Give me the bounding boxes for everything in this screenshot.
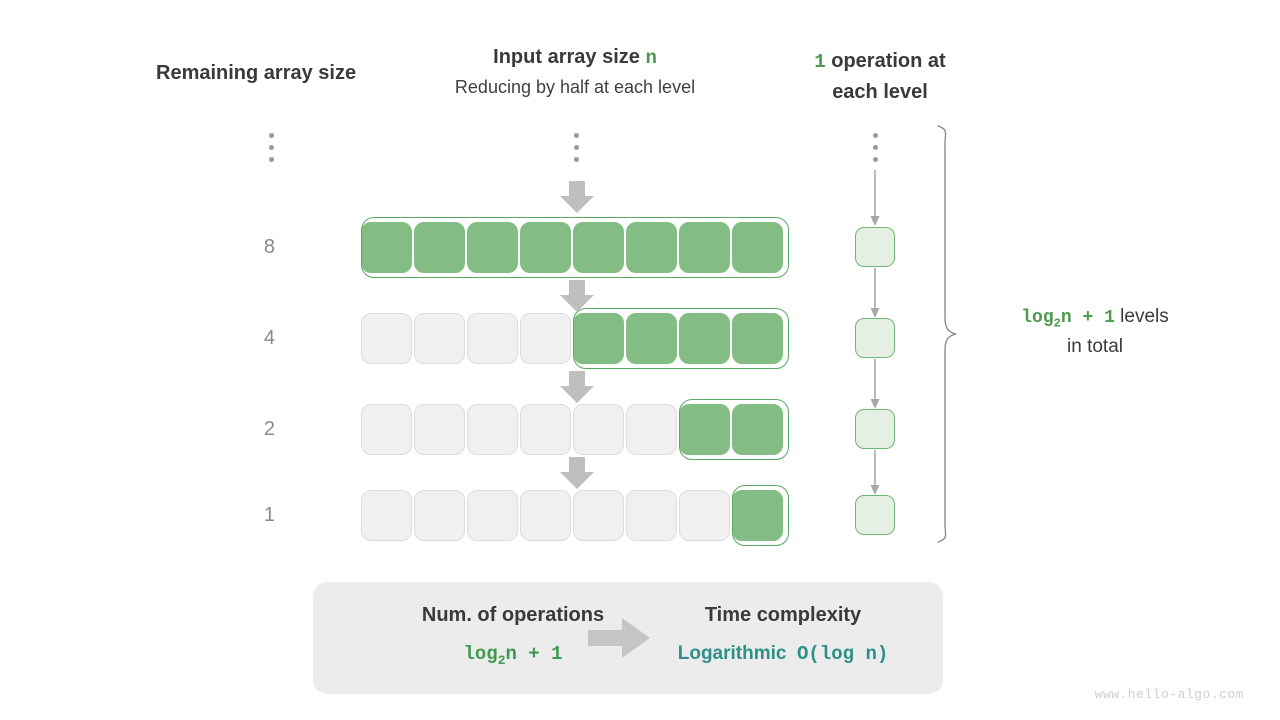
array-cell-filled <box>520 222 571 273</box>
array-cell-filled <box>414 222 465 273</box>
array-cell-filled <box>626 313 677 364</box>
down-arrow-icon-3 <box>560 371 594 403</box>
array-cell-empty <box>361 313 412 364</box>
row-label-2: 2 <box>263 418 275 440</box>
array-cell-empty <box>520 313 571 364</box>
down-arrow-icon-2 <box>560 280 594 312</box>
curly-brace-icon <box>936 124 962 549</box>
header-center-title-text: Input array size <box>493 46 646 68</box>
operation-box-level-8 <box>855 227 895 267</box>
array-cell-filled <box>679 404 730 455</box>
summary-complexity-title: Time complexity <box>704 604 862 626</box>
array-row-8 <box>361 222 785 273</box>
levels-note-line2: in total <box>1067 335 1123 357</box>
summary-complexity-word: Logarithmic <box>677 643 787 664</box>
summary-operations-value: log2n + 1 <box>343 643 683 668</box>
array-cell-empty <box>679 490 730 541</box>
header-remaining-array-size: Remaining array size <box>156 62 386 85</box>
array-cell-empty <box>520 404 571 455</box>
array-cell-empty <box>414 313 465 364</box>
summary-operations-title: Num. of operations <box>421 604 605 626</box>
levels-formula: log2n + 1 <box>1021 308 1115 331</box>
array-cell-filled <box>679 222 730 273</box>
row-label-1: 1 <box>263 504 275 526</box>
header-left-label: Remaining array size <box>156 62 357 84</box>
right-arrow-icon <box>588 618 650 658</box>
down-arrow-icon-4 <box>560 457 594 489</box>
levels-formula-rest: n + 1 <box>1060 308 1115 328</box>
array-cell-filled <box>361 222 412 273</box>
levels-total-note: log2n + 1 levels in total <box>975 303 1215 361</box>
array-cell-filled <box>626 222 677 273</box>
header-input-array-size: Input array size n Reducing by half at e… <box>375 46 775 98</box>
array-cell-filled <box>732 490 783 541</box>
array-cell-filled <box>679 313 730 364</box>
summary-operations-base: 2 <box>497 652 506 668</box>
array-cell-empty <box>414 404 465 455</box>
array-row-1 <box>361 490 785 541</box>
header-right-line2: each level <box>832 81 928 104</box>
array-cell-empty <box>414 490 465 541</box>
array-cell-empty <box>467 490 518 541</box>
summary-operations-log: log <box>463 643 498 665</box>
watermark: www.hello-algo.com <box>1094 687 1244 702</box>
summary-panel: Num. of operations log2n + 1 Time comple… <box>313 582 943 694</box>
array-cell-empty <box>573 404 624 455</box>
header-operations-per-level: 1 operation at each level <box>790 46 970 108</box>
connector-arrow-icon-3 <box>868 450 882 495</box>
summary-complexity-notation: O(log n) <box>797 643 889 665</box>
array-cell-filled <box>573 313 624 364</box>
header-right-line1: operation at <box>825 50 946 72</box>
summary-complexity-column: Time complexity Logarithmic O(log n) <box>633 604 933 665</box>
array-cell-empty <box>520 490 571 541</box>
connector-arrow-icon-1 <box>868 268 882 318</box>
array-cell-filled <box>573 222 624 273</box>
array-cell-empty <box>361 490 412 541</box>
array-cell-filled <box>732 313 783 364</box>
levels-formula-log: log <box>1021 308 1054 328</box>
array-cell-filled <box>732 404 783 455</box>
array-cell-filled <box>467 222 518 273</box>
array-row-4 <box>361 313 785 364</box>
header-right-count: 1 <box>814 51 826 73</box>
array-cell-empty <box>626 404 677 455</box>
operation-box-level-1 <box>855 495 895 535</box>
connector-arrow-icon-0 <box>868 170 882 226</box>
row-label-8: 8 <box>263 236 275 258</box>
row-label-4: 4 <box>263 327 275 349</box>
operation-box-level-4 <box>855 318 895 358</box>
vertical-ellipsis-icon-right <box>867 133 883 162</box>
array-row-2 <box>361 404 785 455</box>
array-cell-empty <box>467 404 518 455</box>
summary-operations-rest: n + 1 <box>505 643 563 665</box>
summary-complexity-value: Logarithmic O(log n) <box>633 643 933 665</box>
header-center-subtitle: Reducing by half at each level <box>454 77 696 97</box>
header-center-variable-n: n <box>645 47 657 69</box>
array-cell-empty <box>361 404 412 455</box>
array-cell-empty <box>573 490 624 541</box>
array-cell-filled <box>732 222 783 273</box>
connector-arrow-icon-2 <box>868 359 882 409</box>
summary-operations-column: Num. of operations log2n + 1 <box>343 604 683 668</box>
operation-box-level-2 <box>855 409 895 449</box>
array-cell-empty <box>626 490 677 541</box>
levels-note-text: levels <box>1114 306 1169 327</box>
header-center-title: Input array size n <box>375 46 775 69</box>
down-arrow-icon-1 <box>560 181 594 213</box>
array-cell-empty <box>467 313 518 364</box>
levels-formula-base: 2 <box>1053 316 1061 331</box>
vertical-ellipsis-icon-left <box>263 133 279 162</box>
vertical-ellipsis-icon-center <box>568 133 584 162</box>
